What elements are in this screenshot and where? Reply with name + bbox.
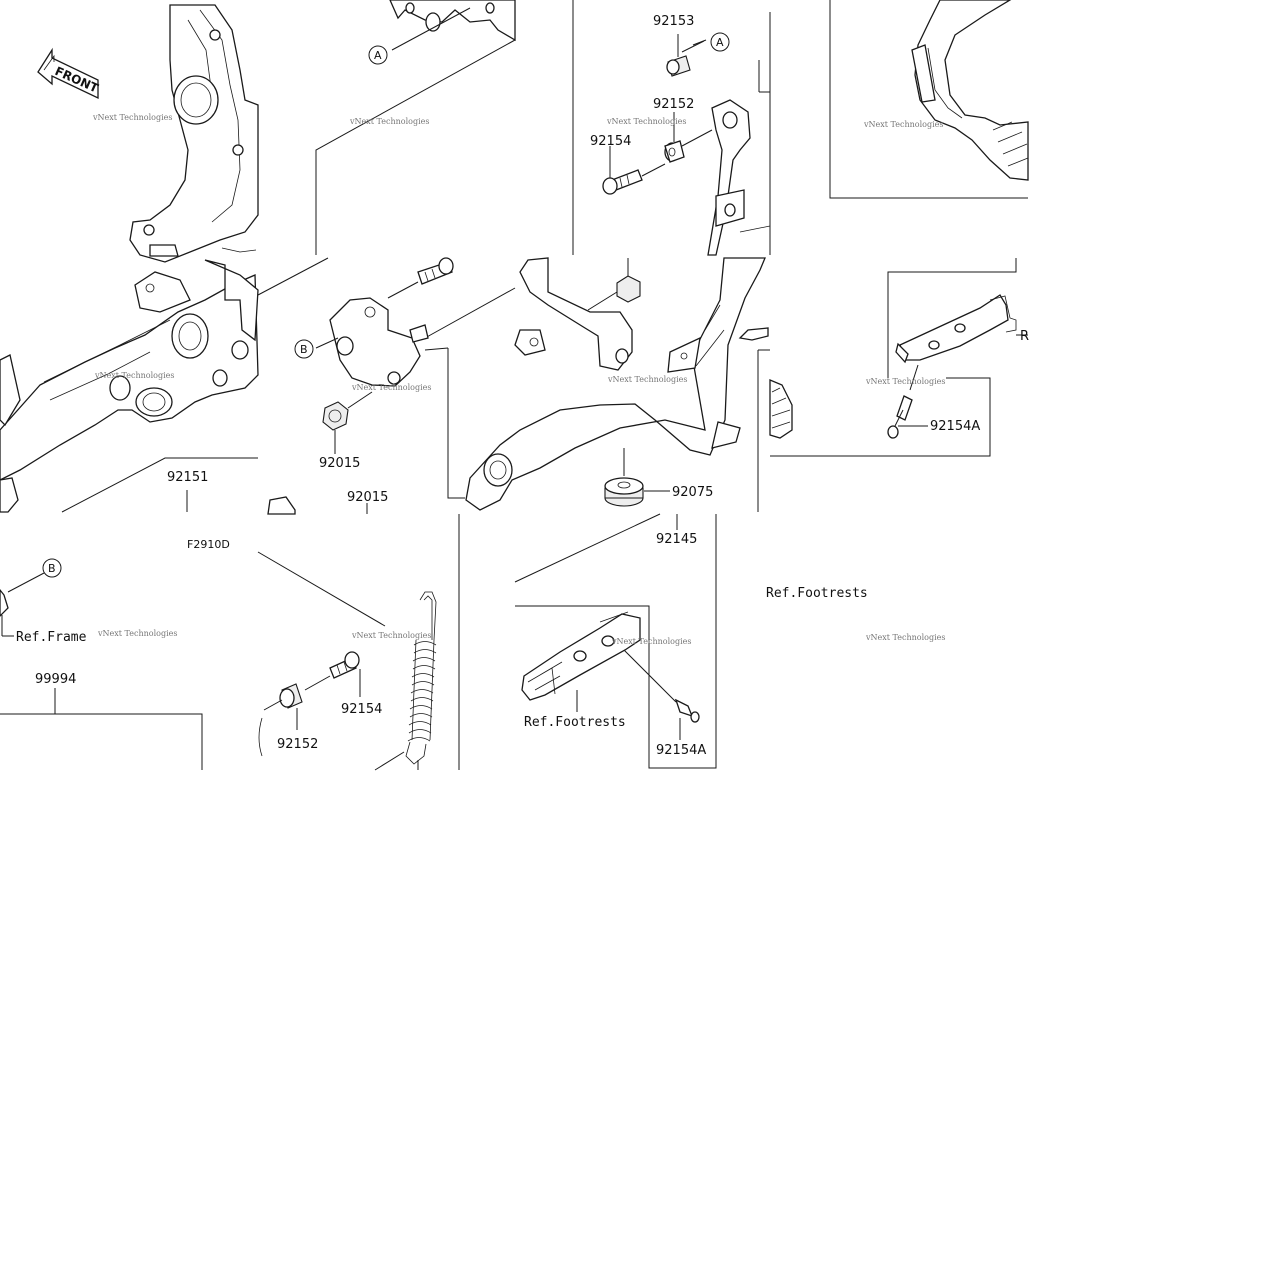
watermark-stand: vNext Technologies [607,375,687,384]
part-92151: 92151 [167,470,208,485]
part-92145: 92145 [656,532,697,547]
watermark-spring: vNext Technologies [351,631,431,640]
side-stand-drawing [465,257,770,530]
part-99994: 99994 [35,672,76,687]
upper-mount-drawing [315,0,516,255]
part-92153: 92153 [653,14,694,29]
part-92154a-lower: 92154A [656,743,706,758]
watermark-stand-upper: vNext Technologies [606,117,686,126]
stand-bracket-drawing [257,257,516,499]
right-footrest-drawing [769,258,1028,457]
ref-footrests-mid: Ref.Footrests [524,715,626,730]
part-92015-mid: 92015 [319,456,360,471]
watermark-upper-mid: vNext Technologies [349,117,429,126]
marker-b-mid: B [300,343,308,356]
left-footrest-drawing [514,513,717,769]
part-92075: 92075 [672,485,713,500]
watermark-pedal: vNext Technologies [863,120,943,129]
ref-r-cut: R [1020,329,1029,344]
marker-b-low: B [48,562,56,575]
part-92154-upper: 92154 [590,134,631,149]
watermark-footrest-left: vNext Technologies [611,637,691,646]
stand-upper-drawing [572,0,771,256]
ref-footrests-right: Ref.Footrests [766,586,868,601]
part-92152-lower: 92152 [277,737,318,752]
watermark-footrest-right: vNext Technologies [865,377,945,386]
marker-a-upper: A [374,49,382,62]
frame-lower-drawing [0,259,259,513]
marker-a-stand: A [716,36,724,49]
part-92152-upper: 92152 [653,97,694,112]
watermark-frame-ref: vNext Technologies [97,629,177,638]
frame-bracket-drawing [129,4,259,263]
ref-frame: Ref.Frame [16,630,87,645]
watermark-frame-upper: vNext Technologies [92,113,172,122]
watermark-frame-lower: vNext Technologies [94,371,174,380]
part-92154a-right: 92154A [930,419,980,434]
spring-drawing [257,496,460,771]
watermark-lower-right: vNext Technologies [865,633,945,642]
frame-reference-drawing [0,572,203,770]
part-92154-lower: 92154 [341,702,382,717]
diagram-code: F2910D [187,538,230,551]
part-92015-lower: 92015 [347,490,388,505]
watermark-bracket: vNext Technologies [351,383,431,392]
brake-pedal-drawing [829,0,1029,199]
front-direction-arrow: FRONT [37,47,101,100]
front-label: FRONT [53,64,101,96]
